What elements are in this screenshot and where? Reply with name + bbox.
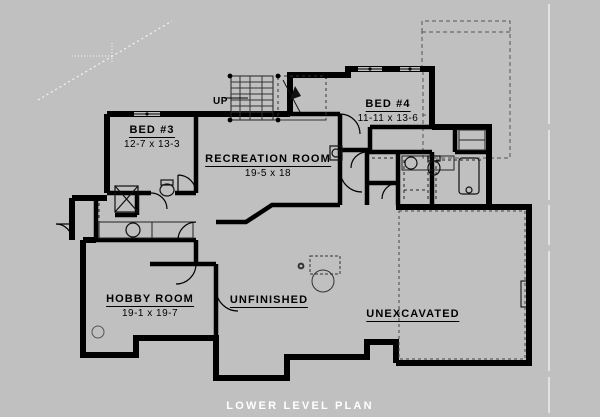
room-label-hobby-room: HOBBY ROOM 19-1 x 19-7: [106, 289, 194, 320]
stair-run: [224, 76, 273, 120]
floor-drain: [297, 262, 305, 270]
furnace-unit: [309, 255, 341, 275]
area-label-unfinished: UNFINISHED: [229, 290, 309, 308]
bathtub-right-bath: [458, 157, 480, 195]
sink-left-bath: [125, 222, 141, 238]
area-label-unexcavated: UNEXCAVATED: [366, 304, 460, 322]
room-name: HOBBY ROOM: [106, 293, 194, 307]
sink-right-bath: [404, 156, 418, 170]
plan-title: LOWER LEVEL PLAN: [226, 400, 374, 412]
diagonal-artifact-line: [37, 20, 173, 101]
door-swings: [55, 113, 399, 312]
shower-stall: [114, 185, 139, 213]
area-name: UNFINISHED: [229, 294, 309, 308]
hobby-floor-drain: [91, 325, 105, 339]
room-name: BED #4: [365, 98, 411, 112]
interior-walls: [93, 111, 489, 338]
upper-floor-outline-dashed: [421, 20, 511, 159]
room-dimensions: 19-1 x 19-7: [121, 308, 179, 319]
room-name: RECREATION ROOM: [205, 153, 331, 167]
toilet-left-bath: [159, 179, 175, 197]
room-dimensions: 12-7 x 13-3: [123, 139, 181, 150]
thin-detail-lines: [98, 75, 486, 239]
exterior-walls: [69, 66, 532, 381]
linen-closet: [329, 145, 343, 161]
area-name: UNEXCAVATED: [366, 308, 460, 322]
room-label-bed-4: BED #4 11-11 x 13-6: [358, 94, 419, 125]
unexcavated-inner-border: [398, 210, 526, 360]
water-heater: [311, 269, 335, 293]
toilet-right-bath: [427, 155, 441, 176]
room-dimensions: 11-11 x 13-6: [357, 113, 419, 124]
stair-direction-label: UP: [213, 96, 228, 107]
room-label-bed-3: BED #3 12-7 x 13-3: [124, 120, 180, 151]
room-label-recreation-room: RECREATION ROOM 19-5 x 18: [205, 149, 331, 180]
room-dimensions: 19-5 x 18: [244, 168, 292, 179]
room-name: BED #3: [129, 124, 175, 138]
window-center-dots: [145, 67, 412, 116]
wall-post-markers: [227, 73, 329, 123]
stair-landing-rail: [273, 75, 327, 121]
